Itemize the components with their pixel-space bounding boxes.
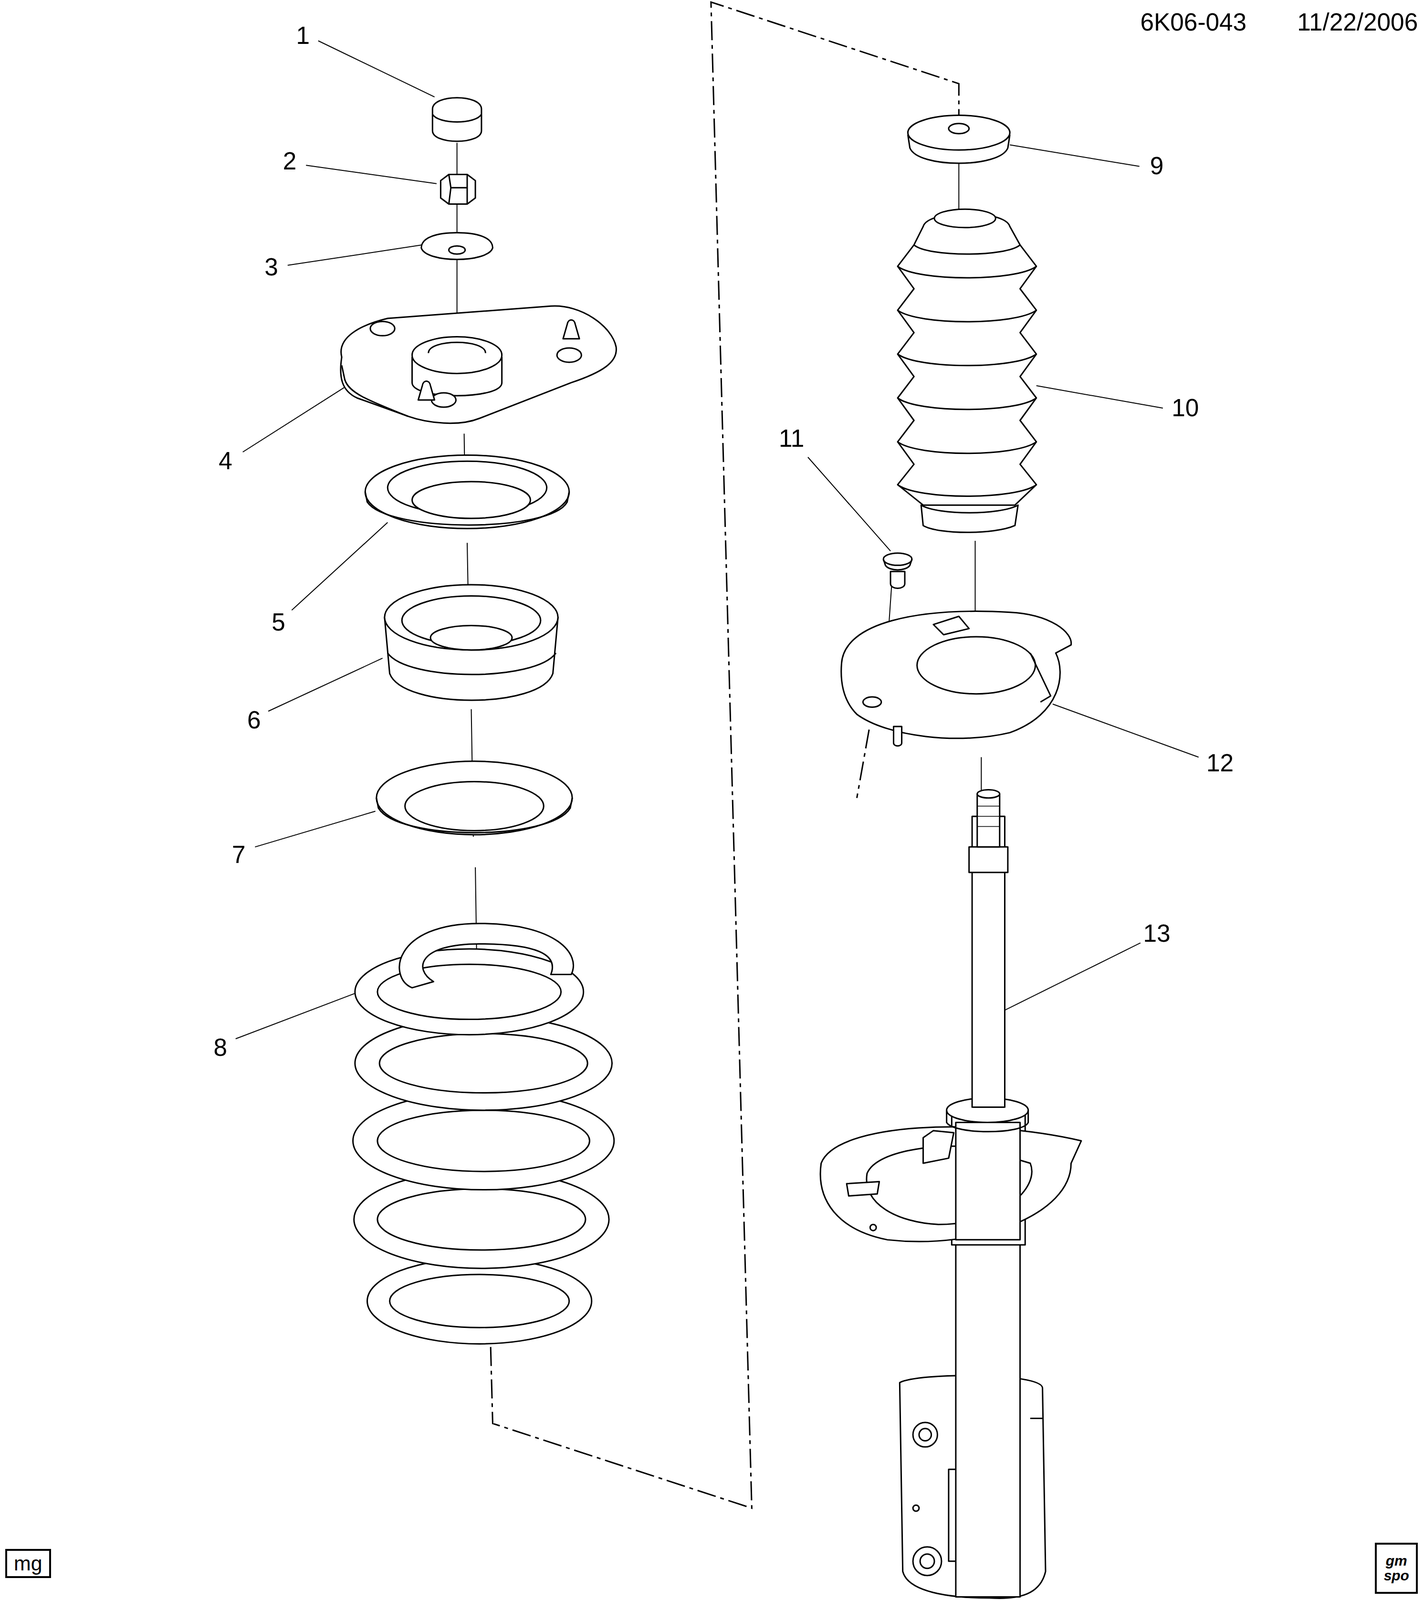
logo-text: gm spo (1383, 1552, 1410, 1583)
logo-box: gm spo (1374, 1542, 1418, 1594)
callout-number: 8 (213, 1035, 228, 1060)
drawing-code: 11/22/2006 (1297, 10, 1418, 35)
artist-tag-box: mg (5, 1548, 52, 1578)
callout-number: 13 (1142, 921, 1171, 946)
callout-number: 11 (778, 426, 805, 451)
callout-number: 4 (218, 449, 233, 474)
callout-number: 6 (247, 707, 262, 733)
artist-tag: mg (13, 1552, 42, 1574)
drawing-code: 6K06-043 (1140, 10, 1247, 35)
callout-number: 12 (1206, 750, 1234, 775)
callout-number: 10 (1171, 395, 1199, 420)
callout-number: 2 (282, 148, 297, 174)
callout-number: 3 (264, 254, 279, 280)
strut-parts (340, 97, 1082, 1599)
callout-number: 9 (1150, 154, 1164, 179)
leader-lines (235, 41, 1199, 1039)
callout-number: 5 (271, 609, 286, 635)
callout-number: 1 (296, 23, 311, 48)
callout-number: 7 (231, 842, 246, 868)
